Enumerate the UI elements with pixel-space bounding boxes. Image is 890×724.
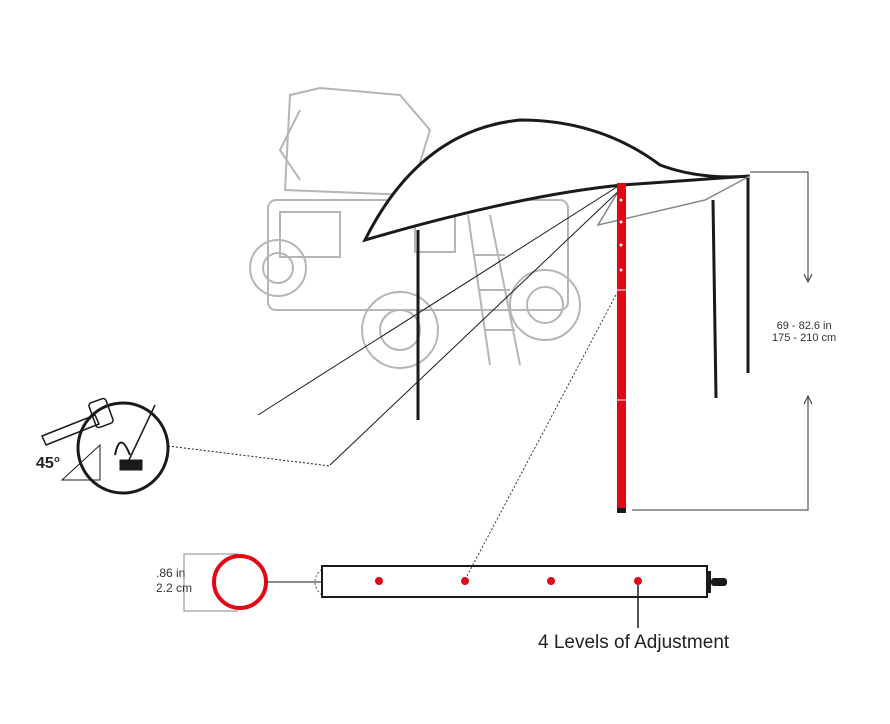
height-dimension: [632, 171, 813, 511]
pole-side-view: [314, 292, 727, 628]
height-metric: 175 - 210 cm: [772, 332, 837, 344]
pole-cross-section: [183, 553, 322, 612]
diameter-metric: 2.2 cm: [156, 581, 193, 595]
stake-detail: [40, 397, 331, 495]
adjustable-pole: [617, 183, 626, 513]
awning-canopy: [257, 118, 751, 466]
diameter-imperial: .86 in: [156, 566, 186, 580]
height-imperial: 69 - 82.6 in: [776, 320, 832, 332]
diameter-label: .86 in 2.2 cm: [156, 566, 192, 596]
height-range-label: 69 - 82.6 in 175 - 210 cm: [772, 320, 836, 344]
adjustment-label: 4 Levels of Adjustment: [538, 632, 730, 653]
stake-angle-label: 45°: [36, 455, 61, 472]
